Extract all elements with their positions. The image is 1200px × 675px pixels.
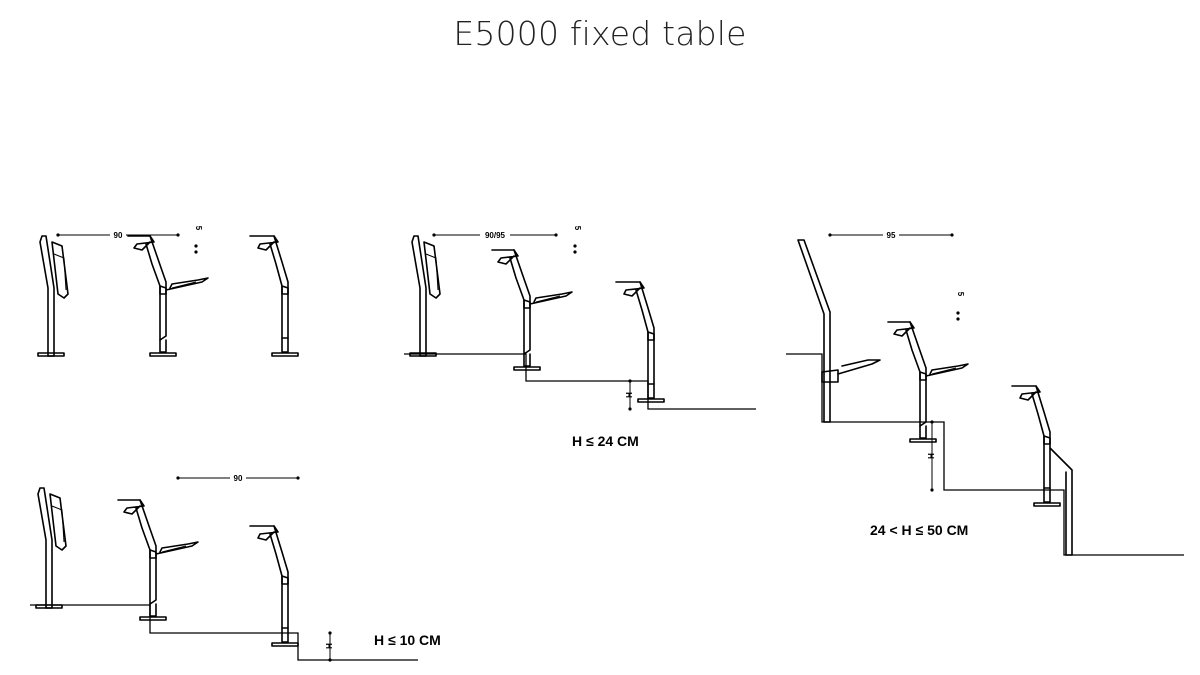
dimension-label: 90 [234,474,243,483]
view-step-small: 90 H H ≤ 10 CM [30,473,441,662]
view-step-large: 95 5 H 24 < H ≤ 50 CM [786,230,1184,556]
dimension-label: 90/95 [485,231,506,240]
page-title: E5000 fixed table [453,14,747,53]
view-flat: 90 5 [37,226,299,357]
height-caption: H ≤ 24 CM [572,433,639,449]
spacing-label: 5 [573,226,582,231]
spacing-label: 5 [194,226,203,231]
height-caption: H ≤ 10 CM [374,632,441,648]
spacing-label: 5 [956,292,965,297]
rise-label: H [926,453,935,459]
dimension-label: 95 [887,231,896,240]
rise-label: H [324,643,333,649]
dimension-label: 90 [114,231,123,240]
rise-label: H [624,392,633,398]
view-step-medium: 90/95 5 H H ≤ 24 CM [404,226,756,449]
height-caption: 24 < H ≤ 50 CM [870,522,968,538]
